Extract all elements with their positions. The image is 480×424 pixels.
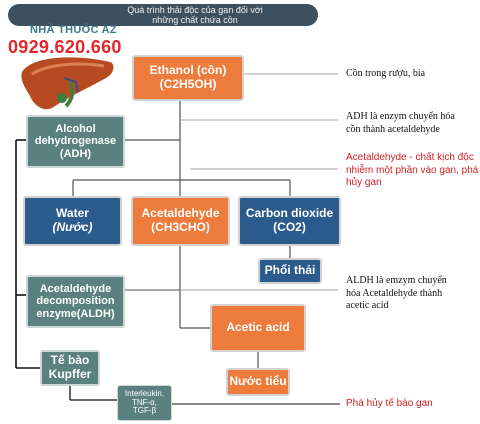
- node-acetaldehyde-line2: (CH3CHO): [151, 220, 210, 234]
- node-ethanol: Ethanol (cồn) (C2H5OH): [132, 55, 244, 101]
- node-urine: Nước tiểu: [226, 368, 290, 396]
- note-acetaldehyde-line3: hủy gan: [346, 177, 382, 188]
- node-acetaldehyde: Acetaldehyde (CH3CHO): [131, 196, 230, 246]
- header-title: Quá trình thải độc của gan đối với những…: [90, 5, 300, 26]
- header-title-line2: những chất chứa cồn: [152, 15, 238, 26]
- node-kupffer: Tế bào Kupffer: [40, 350, 100, 386]
- node-urine-label: Nước tiểu: [229, 374, 287, 389]
- node-ethanol-line2: (C2H5OH): [159, 77, 217, 91]
- note-ethanol-text: Cồn trong rượu, bia: [346, 68, 426, 79]
- node-acetic-acid: Acetic acid: [210, 304, 306, 352]
- note-acetaldehyde-line2: nhiễm một phần vào gan, phá: [346, 164, 479, 176]
- note-liver-damage-text: Phá hủy tế bào gan: [346, 398, 433, 409]
- note-adh-line1: ADH là enzym chuyển hóa: [346, 111, 455, 122]
- brand-name: NHÀ THUỐC AZ: [30, 24, 117, 36]
- note-liver-damage: Phá hủy tế bào gan: [346, 398, 433, 411]
- note-acetaldehyde-line1: Acetaldehyde - chất kịch độc: [346, 152, 474, 163]
- node-co2-line2: (CO2): [273, 220, 306, 234]
- node-kupffer-line2: Kupffer: [48, 367, 92, 381]
- note-aldh-line3: acetic acid: [346, 300, 389, 311]
- node-aldh: Acetaldehyde decomposition enzyme(ALDH): [26, 275, 125, 328]
- node-cytokines-line1: Interleukin,: [124, 388, 165, 398]
- header-banner: [8, 4, 318, 26]
- node-water-line1: Water: [56, 206, 89, 221]
- node-kupffer-line1: Tế bào: [50, 353, 90, 368]
- note-acetaldehyde: Acetaldehyde - chất kịch độc nhiễm một p…: [346, 152, 478, 190]
- node-cytokines: Interleukin, TNF-α, TGF-β: [117, 385, 172, 421]
- node-ethanol-line1: Ethanol (cồn): [149, 63, 227, 78]
- node-aldh-line2: decomposition: [36, 295, 115, 308]
- node-acetic-label: Acetic acid: [226, 320, 290, 335]
- node-water-line2: (Nước): [52, 220, 93, 234]
- node-cytokines-line2: TNF-α,: [131, 397, 158, 407]
- brand-phone: 0929.620.660: [8, 37, 122, 57]
- liver-icon: [21, 57, 114, 110]
- header-title-line1: Quá trình thải độc của gan đối với: [127, 5, 263, 15]
- node-lung-label: Phổi thải: [264, 263, 316, 278]
- note-ethanol: Cồn trong rượu, bia: [346, 68, 425, 81]
- node-co2: Carbon dioxide (CO2): [238, 196, 341, 246]
- note-aldh: ALDH là emzym chuyển hóa Acetaldehyde th…: [346, 275, 447, 313]
- node-adh-line2: dehydrogenase: [34, 135, 117, 148]
- note-aldh-line2: hóa Acetaldehyde thành: [346, 287, 443, 299]
- note-aldh-line1: ALDH là emzym chuyển: [346, 275, 447, 286]
- node-co2-line1: Carbon dioxide: [245, 206, 334, 221]
- node-adh-line3: (ADH): [59, 147, 92, 160]
- note-adh: ADH là enzym chuyển hóa cồn thành acetal…: [346, 111, 455, 136]
- node-lung: Phổi thải: [258, 258, 322, 284]
- note-adh-line2: cồn thành acetaldehyde: [346, 123, 440, 135]
- node-aldh-line1: Acetaldehyde: [39, 282, 112, 295]
- node-adh-line1: Alcohol: [55, 122, 96, 135]
- node-water: Water (Nước): [23, 196, 122, 246]
- node-cytokines-line3: TGF-β: [132, 406, 157, 416]
- node-aldh-line3: enzyme(ALDH): [36, 307, 115, 320]
- node-acetaldehyde-line1: Acetaldehyde: [141, 206, 220, 221]
- node-adh: Alcohol dehydrogenase (ADH): [26, 115, 125, 168]
